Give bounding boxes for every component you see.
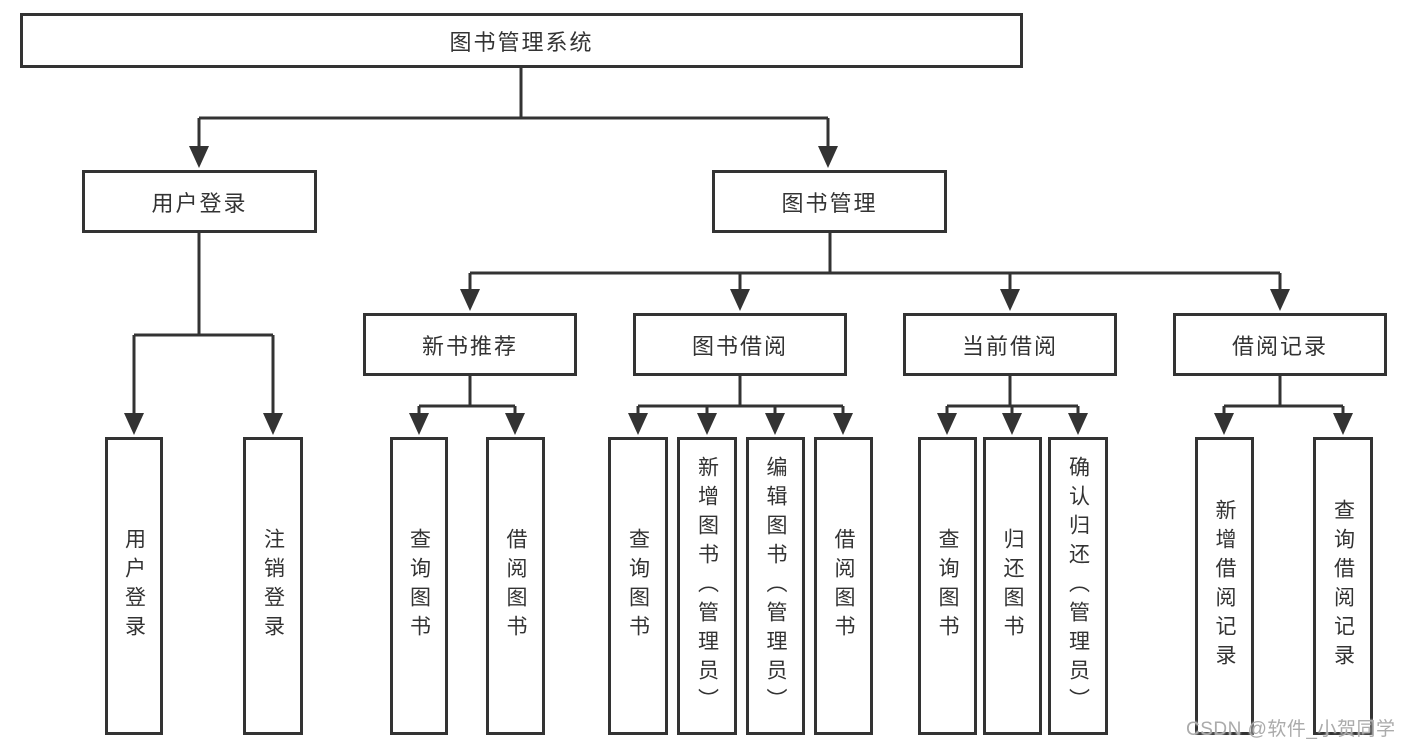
leaf-label: 查询借阅记录 — [1331, 499, 1355, 673]
leaf-label: 用户登录 — [122, 528, 146, 644]
node-library-system: 图书管理系统 — [20, 13, 1023, 68]
leaf-label: 新增图书（管理员） — [695, 455, 719, 717]
leaf-query-books-recommend: 查询图书 — [390, 437, 448, 735]
leaf-label: 确认归还（管理员） — [1066, 455, 1090, 717]
leaf-add-borrow-record: 新增借阅记录 — [1195, 437, 1254, 735]
leaf-borrow-books-recommend: 借阅图书 — [486, 437, 545, 735]
node-current-borrow: 当前借阅 — [903, 313, 1117, 376]
leaf-return-book: 归还图书 — [983, 437, 1042, 735]
leaf-confirm-return-admin: 确认归还（管理员） — [1048, 437, 1108, 735]
leaf-label: 借阅图书 — [832, 528, 855, 644]
node-new-book-recommend: 新书推荐 — [363, 313, 577, 376]
leaf-label: 注销登录 — [261, 528, 285, 644]
leaf-label: 查询图书 — [626, 528, 650, 644]
leaf-logout: 注销登录 — [243, 437, 303, 735]
leaf-label: 查询图书 — [407, 528, 431, 644]
leaf-add-book-admin: 新增图书（管理员） — [677, 437, 737, 735]
leaf-query-books-borrow: 查询图书 — [608, 437, 668, 735]
leaf-label: 查询图书 — [936, 528, 959, 644]
leaf-borrow-books: 借阅图书 — [814, 437, 873, 735]
node-borrow-records: 借阅记录 — [1173, 313, 1387, 376]
leaf-label: 归还图书 — [1001, 528, 1024, 644]
leaf-query-books-current: 查询图书 — [918, 437, 977, 735]
leaf-query-borrow-record: 查询借阅记录 — [1313, 437, 1373, 735]
node-book-borrow: 图书借阅 — [633, 313, 847, 376]
node-book-management: 图书管理 — [712, 170, 947, 233]
leaf-label: 新增借阅记录 — [1213, 499, 1236, 673]
csdn-watermark: CSDN @软件_小贺同学 — [1186, 719, 1396, 740]
leaf-user-login: 用户登录 — [105, 437, 163, 735]
leaf-label: 借阅图书 — [504, 528, 527, 644]
node-user-login: 用户登录 — [82, 170, 317, 233]
leaf-edit-book-admin: 编辑图书（管理员） — [746, 437, 805, 735]
leaf-label: 编辑图书（管理员） — [764, 455, 787, 717]
